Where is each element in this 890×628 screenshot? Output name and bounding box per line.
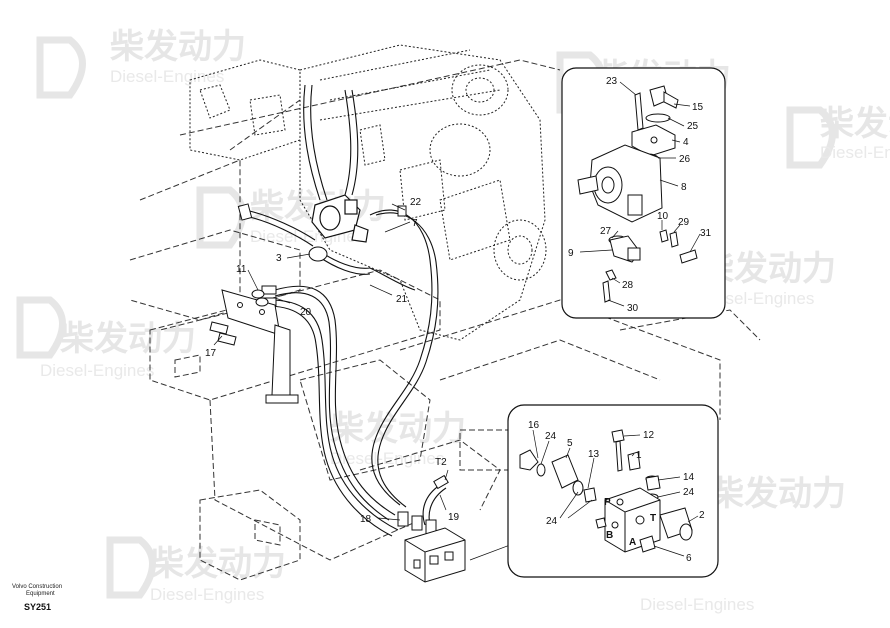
port-label: B [606,530,613,541]
gear-pump [311,194,369,243]
callout-label: 30 [627,303,639,314]
mounting-bracket [209,289,299,404]
hose-fittings [237,203,449,535]
callout-label: 19 [448,512,460,523]
callout-label: 26 [679,154,691,165]
callout-label: 3 [276,253,282,264]
callout-label: 4 [683,137,689,148]
watermark-layer: 柴发动力 Diesel-Engines 柴发动力 柴发动力 Diesel-Eng… [16,27,890,614]
callout-label: 7 [412,218,418,229]
callout-label: 23 [606,76,618,87]
hydraulic-hoses [244,84,447,537]
watermark-text: 柴发动力 [820,104,890,144]
callout-label: 25 [687,121,699,132]
watermark-text: Diesel-Engines [150,585,264,604]
watermark-text: 柴发动力 [60,319,196,359]
callout-label: 12 [643,430,655,441]
callout-label: 29 [678,217,690,228]
callout-label: 24 [683,487,695,498]
watermark-text: 柴发动力 [330,409,466,449]
callout-label: 10 [657,211,669,222]
watermark-text: Diesel-Engines [330,449,444,468]
watermark-text: Diesel-Engines [640,595,754,614]
machine-frame [129,59,761,581]
callout-label: 18 [360,514,372,525]
callout-label: 27 [600,226,612,237]
leader-lines [213,203,511,561]
publisher-caption: Volvo Construction Equipment [12,584,62,598]
port-label: P [604,497,611,508]
callout-label: 17 [205,348,217,359]
callout-label: 22 [410,197,422,208]
callout-label: T2 [435,457,447,468]
callout-label: 1 [636,450,642,461]
watermark-text: 柴发动力 [110,27,246,67]
watermark-text: Diesel-Engines [40,361,154,380]
callout-label: 16 [528,420,540,431]
callout-label: 24 [546,516,558,527]
publisher-line: Volvo Construction [12,584,63,590]
diagram-code: SY251 [24,602,52,612]
callout-label: 20 [300,307,312,318]
callout-label: 13 [588,449,600,460]
watermark-text: 柴发动力 [710,474,846,514]
callout-label: 11 [236,264,247,275]
callout-label: 8 [681,182,687,193]
control-valve-main [404,527,466,583]
publisher-line: Equipment [26,591,55,597]
pump-detail-inset: 23 15 25 4 26 8 27 10 29 31 9 28 30 [561,67,726,319]
callout-label: 31 [700,228,712,239]
watermark-text: Diesel-Engines [110,67,224,86]
watermark-text: 柴发动力 [150,544,286,584]
port-label: A [629,537,636,548]
callout-label: 28 [622,280,634,291]
callout-label: 14 [683,472,695,483]
callout-label: 15 [692,102,704,113]
callout-label: 24 [545,431,557,442]
engine-block [189,44,547,341]
port-label: T [650,513,656,524]
callout-label: 5 [567,438,573,449]
callout-label: 21 [396,294,408,305]
watermark-text: Diesel-Engines [820,143,890,162]
watermark-text: Diesel-Engines [700,289,814,308]
callout-label: 9 [568,248,574,259]
main-callouts: 22 7 3 11 20 21 17 T2 19 18 [205,197,460,525]
valve-detail-inset: 16 24 5 13 12 1 14 24 24 P T B A 2 6 [507,404,719,578]
callout-label: 6 [686,553,692,564]
callout-label: 2 [699,510,705,521]
